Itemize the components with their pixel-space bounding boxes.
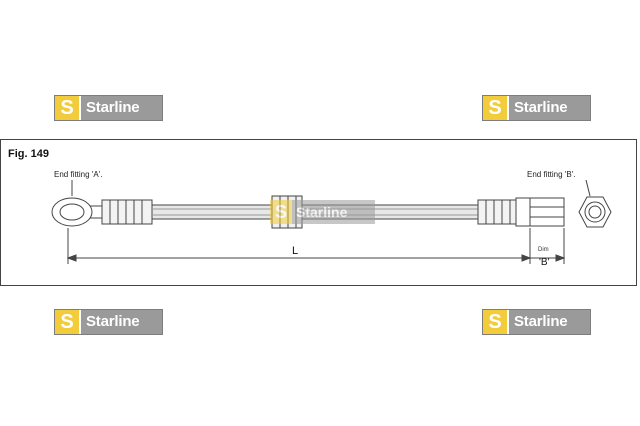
starline-logo-top-left: S Starline: [54, 95, 163, 121]
logo-wordmark: Starline: [514, 99, 568, 116]
logo-mark: S: [483, 96, 509, 120]
figure-label: Fig. 149: [8, 148, 49, 160]
length-dimension-label: L: [292, 245, 299, 257]
dim-b-label: 'B': [539, 257, 550, 268]
dim-label: Dim: [538, 247, 549, 253]
watermark-logo: S Starline: [270, 200, 375, 224]
hex-nut-end-view: [578, 196, 612, 228]
end-fitting-a-label: End fitting 'A'.: [54, 170, 103, 179]
starline-logo-bottom-right: S Starline: [482, 309, 591, 335]
logo-mark: S: [55, 96, 81, 120]
logo-mark: S: [483, 310, 509, 334]
end-fitting-b-label: End fitting 'B'.: [527, 170, 576, 179]
logo-wordmark: Starline: [514, 313, 568, 330]
logo-wordmark: Starline: [86, 313, 140, 330]
logo-mark: S: [55, 310, 81, 334]
watermark-logo-mark: S: [270, 200, 292, 224]
logo-wordmark: Starline: [86, 99, 140, 116]
hex-nut-b-side: [515, 197, 531, 227]
hex-nut-bore-outer: [584, 201, 606, 223]
watermark-logo-wordmark: Starline: [292, 200, 375, 224]
hex-nut-b-body: [529, 197, 565, 227]
banjo-eye-inner: [59, 203, 85, 221]
hex-nut-bore-inner: [588, 205, 602, 219]
starline-logo-top-right: S Starline: [482, 95, 591, 121]
hose-section-left: [151, 204, 273, 220]
leader-line-b: [585, 179, 591, 197]
starline-logo-bottom-left: S Starline: [54, 309, 163, 335]
figure-frame: [0, 139, 637, 286]
